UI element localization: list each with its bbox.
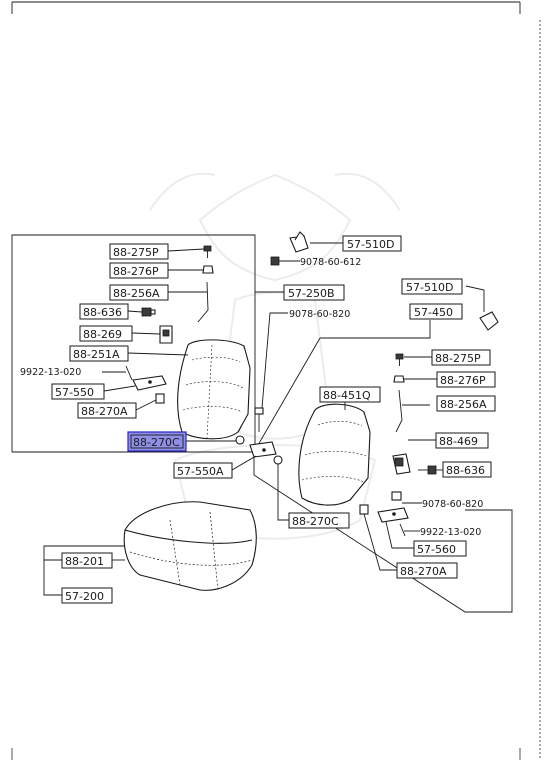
svg-text:9078-60-820: 9078-60-820: [289, 309, 350, 320]
callout-88-270A-left[interactable]: 88-270A: [77, 402, 137, 419]
svg-text:88-256A: 88-256A: [113, 287, 160, 300]
svg-text:88-275P: 88-275P: [113, 246, 159, 259]
callout-88-251A[interactable]: 88-251A: [69, 345, 129, 362]
svg-text:57-560: 57-560: [417, 543, 456, 556]
svg-text:9922-13-020: 9922-13-020: [420, 527, 481, 538]
svg-text:88-276P: 88-276P: [440, 374, 486, 387]
svg-text:57-200: 57-200: [65, 590, 104, 603]
svg-text:88-451Q: 88-451Q: [323, 389, 371, 402]
svg-text:88-275P: 88-275P: [435, 352, 481, 365]
svg-text:88-270A: 88-270A: [400, 565, 447, 578]
callout-57-450[interactable]: 57-450: [409, 303, 463, 320]
callout-88-256A-left[interactable]: 88-256A: [109, 284, 169, 301]
callout-88-270C-left-highlighted[interactable]: 88-270C: [127, 431, 187, 452]
svg-text:9078-60-612: 9078-60-612: [300, 257, 361, 268]
seat-cushion: [123, 501, 257, 591]
top-parts: [270, 231, 499, 331]
right-small-parts: [273, 353, 437, 537]
svg-text:88-251A: 88-251A: [73, 348, 120, 361]
svg-text:88-270A: 88-270A: [81, 405, 128, 418]
callout-57-510D-top[interactable]: 57-510D: [342, 235, 402, 252]
svg-text:88-201: 88-201: [65, 555, 104, 568]
callout-57-550A[interactable]: 57-550A: [173, 462, 233, 479]
svg-text:88-256A: 88-256A: [440, 398, 487, 411]
callout-88-201[interactable]: 88-201: [61, 552, 113, 569]
callout-88-451Q[interactable]: 88-451Q: [319, 386, 381, 403]
svg-text:57-450: 57-450: [414, 306, 453, 319]
svg-text:9922-13-020: 9922-13-020: [20, 367, 81, 378]
callout-9922-13-020-right[interactable]: 9922-13-020: [420, 527, 481, 538]
svg-text:88-270C: 88-270C: [292, 515, 339, 528]
callout-88-469[interactable]: 88-469: [435, 432, 489, 449]
svg-text:57-550A: 57-550A: [177, 465, 224, 478]
callout-88-256A-right[interactable]: 88-256A: [436, 395, 496, 412]
callout-88-269[interactable]: 88-269: [79, 325, 133, 342]
callout-88-275P-left[interactable]: 88-275P: [109, 243, 169, 260]
page-frame: [11, 1, 541, 760]
callout-57-200[interactable]: 57-200: [61, 587, 113, 604]
callout-88-636-left[interactable]: 88-636: [79, 303, 129, 320]
callout-88-636-right[interactable]: 88-636: [442, 461, 492, 478]
svg-text:88-270C: 88-270C: [133, 436, 180, 449]
svg-text:88-469: 88-469: [439, 435, 478, 448]
svg-text:57-550: 57-550: [55, 386, 94, 399]
callout-57-550[interactable]: 57-550: [51, 383, 105, 400]
callout-9078-60-612[interactable]: 9078-60-612: [300, 257, 361, 268]
callout-9078-60-820-a[interactable]: 9078-60-820: [289, 309, 350, 320]
svg-text:88-636: 88-636: [446, 464, 485, 477]
leader-lines: [43, 242, 443, 596]
callout-9078-60-820-b[interactable]: 9078-60-820: [422, 499, 483, 510]
callout-57-250B[interactable]: 57-250B: [283, 284, 345, 301]
svg-text:88-276P: 88-276P: [113, 265, 159, 278]
callout-88-270A-right[interactable]: 88-270A: [396, 562, 458, 579]
svg-text:57-510D: 57-510D: [406, 281, 453, 294]
callout-9922-13-020-left[interactable]: 9922-13-020: [20, 367, 81, 378]
callout-88-270C-right[interactable]: 88-270C: [288, 512, 350, 529]
callout-88-275P-right[interactable]: 88-275P: [431, 349, 491, 366]
svg-text:88-269: 88-269: [83, 328, 122, 341]
callout-57-510D-right[interactable]: 57-510D: [401, 278, 463, 295]
callout-57-560[interactable]: 57-560: [413, 540, 467, 557]
left-group-frame: [11, 234, 284, 453]
right-group-frame: [253, 320, 513, 613]
callout-88-276P-right[interactable]: 88-276P: [436, 371, 496, 388]
svg-text:57-510D: 57-510D: [347, 238, 394, 251]
svg-text:88-636: 88-636: [83, 306, 122, 319]
left-seat-back: [177, 339, 251, 440]
svg-text:9078-60-820: 9078-60-820: [422, 499, 483, 510]
callout-88-276P-left[interactable]: 88-276P: [109, 262, 169, 279]
svg-text:57-250B: 57-250B: [288, 287, 335, 300]
right-seat-back: [298, 403, 371, 506]
